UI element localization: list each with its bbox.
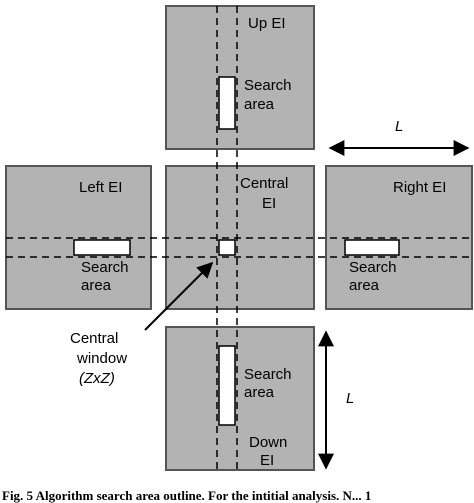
up-search-area bbox=[218, 76, 236, 130]
right-search-label-line2: area bbox=[349, 277, 380, 294]
central-window-label-line2: window bbox=[76, 350, 127, 367]
up-search-label-line2: area bbox=[244, 96, 275, 113]
right-ei-panel bbox=[325, 165, 473, 310]
left-search-label-line1: Search bbox=[81, 259, 129, 276]
up-ei-panel bbox=[165, 5, 315, 150]
down-ei-panel bbox=[165, 326, 315, 471]
down-search-label-line1: Search bbox=[244, 366, 292, 383]
down-ei-label-line1: Down bbox=[249, 434, 287, 451]
right-search-label-line1: Search bbox=[349, 259, 397, 276]
left-ei-label: Left EI bbox=[79, 179, 122, 196]
down-ei-label-line2: EI bbox=[260, 452, 274, 469]
central-ei-label-line1: Central bbox=[240, 175, 288, 192]
right-search-area bbox=[344, 239, 400, 256]
down-search-label-line2: area bbox=[244, 384, 275, 401]
central-window-size: (ZxZ) bbox=[79, 370, 115, 387]
figure-caption: Fig. 5 Algorithm search area outline. Fo… bbox=[2, 489, 372, 503]
down-search-area bbox=[218, 345, 236, 426]
central-ei-label-line2: EI bbox=[262, 195, 276, 212]
central-window-label-line1: Central bbox=[70, 330, 118, 347]
horizontal-dimension-label: L bbox=[395, 118, 403, 135]
left-search-label-line2: area bbox=[81, 277, 112, 294]
up-ei-label: Up EI bbox=[248, 15, 286, 32]
up-search-label-line1: Search bbox=[244, 77, 292, 94]
vertical-dimension-label: L bbox=[346, 390, 354, 407]
dashed-guides bbox=[6, 6, 472, 470]
central-window-arrow bbox=[144, 261, 214, 331]
central-window bbox=[218, 239, 236, 256]
right-ei-label: Right EI bbox=[393, 179, 446, 196]
left-search-area bbox=[73, 239, 131, 256]
